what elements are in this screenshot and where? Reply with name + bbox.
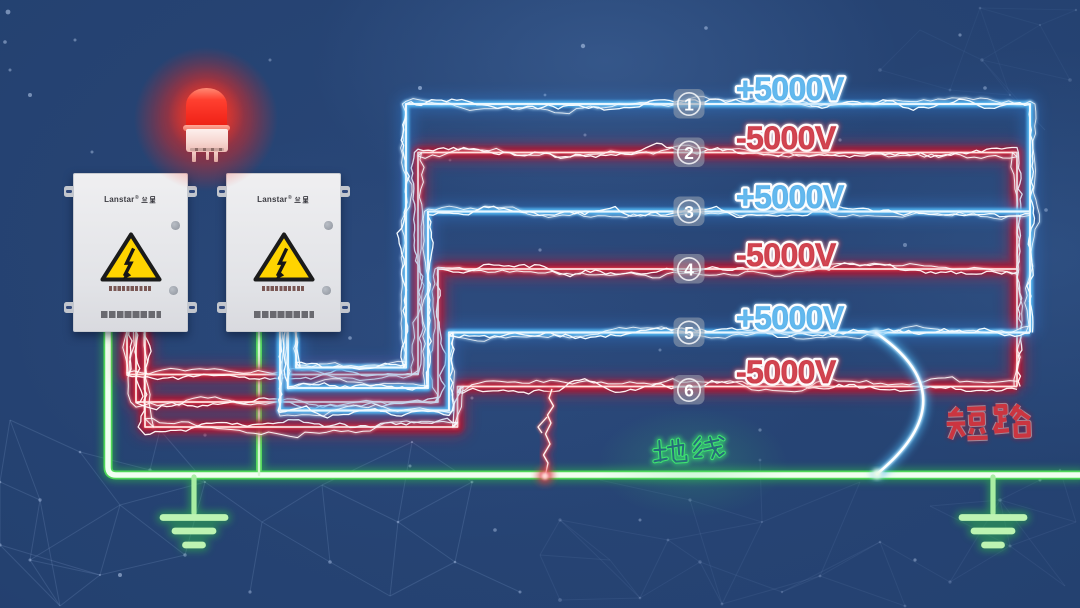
svg-text:-5000V: -5000V (736, 120, 837, 156)
svg-text:-5000V: -5000V (736, 354, 837, 390)
svg-text:+5000V: +5000V (736, 179, 845, 215)
svg-text:3: 3 (684, 202, 694, 222)
svg-text:+5000V: +5000V (736, 300, 845, 336)
svg-text:1: 1 (684, 94, 694, 114)
svg-text:-5000V: -5000V (736, 354, 837, 390)
svg-text:+5000V: +5000V (736, 300, 845, 336)
svg-text:+5000V: +5000V (736, 179, 845, 215)
svg-text:+5000V: +5000V (736, 300, 845, 336)
svg-text:-5000V: -5000V (736, 120, 837, 156)
svg-text:2: 2 (684, 143, 694, 163)
svg-text:+5000V: +5000V (736, 300, 845, 336)
svg-text:-5000V: -5000V (736, 237, 837, 273)
svg-text:-5000V: -5000V (736, 237, 837, 273)
svg-text:+5000V: +5000V (736, 71, 845, 107)
svg-text:-5000V: -5000V (736, 237, 837, 273)
svg-text:-5000V: -5000V (736, 120, 837, 156)
svg-text:-5000V: -5000V (736, 237, 837, 273)
svg-text:+5000V: +5000V (736, 300, 845, 336)
svg-text:6: 6 (684, 380, 694, 400)
svg-text:+5000V: +5000V (736, 71, 845, 107)
svg-text:+5000V: +5000V (736, 179, 845, 215)
svg-text:+5000V: +5000V (736, 71, 845, 107)
svg-text:+5000V: +5000V (736, 179, 845, 215)
svg-text:-5000V: -5000V (736, 237, 837, 273)
svg-text:4: 4 (684, 259, 694, 279)
svg-text:5: 5 (684, 323, 694, 343)
svg-text:-5000V: -5000V (736, 354, 837, 390)
svg-text:+5000V: +5000V (736, 71, 845, 107)
svg-text:-5000V: -5000V (736, 354, 837, 390)
svg-text:-5000V: -5000V (736, 120, 837, 156)
svg-text:+5000V: +5000V (736, 179, 845, 215)
svg-text:-5000V: -5000V (736, 120, 837, 156)
svg-text:+5000V: +5000V (736, 71, 845, 107)
svg-text:-5000V: -5000V (736, 354, 837, 390)
